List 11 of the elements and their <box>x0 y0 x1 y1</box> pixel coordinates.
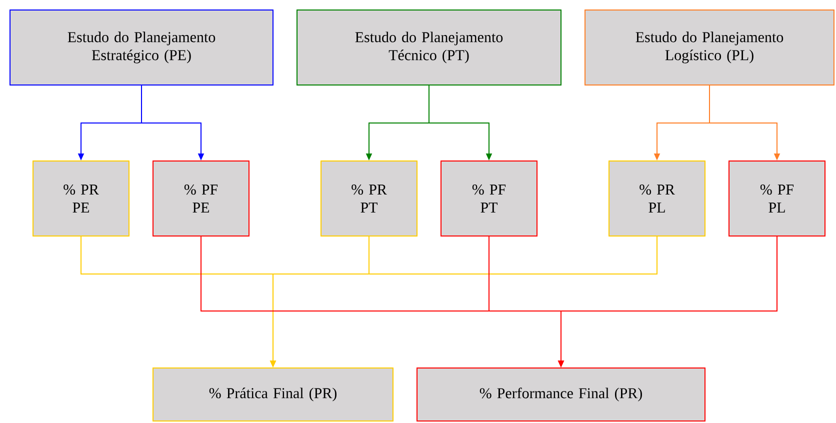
result-box: % Performance Final (PR) <box>416 368 706 422</box>
category-box: Estudo do Planejamento Logístico (PL) <box>584 10 834 86</box>
result-box: % Prática Final (PR) <box>152 368 394 422</box>
metric-box: % PF PL <box>728 160 826 236</box>
category-box: Estudo do Planejamento Estratégico (PE) <box>10 10 274 86</box>
metric-box: % PF PE <box>152 160 250 236</box>
metric-box: % PF PT <box>440 160 538 236</box>
metric-box: % PR PL <box>608 160 706 236</box>
category-box: Estudo do Planejamento Técnico (PT) <box>296 10 562 86</box>
metric-box: % PR PT <box>320 160 418 236</box>
metric-box: % PR PE <box>32 160 130 236</box>
